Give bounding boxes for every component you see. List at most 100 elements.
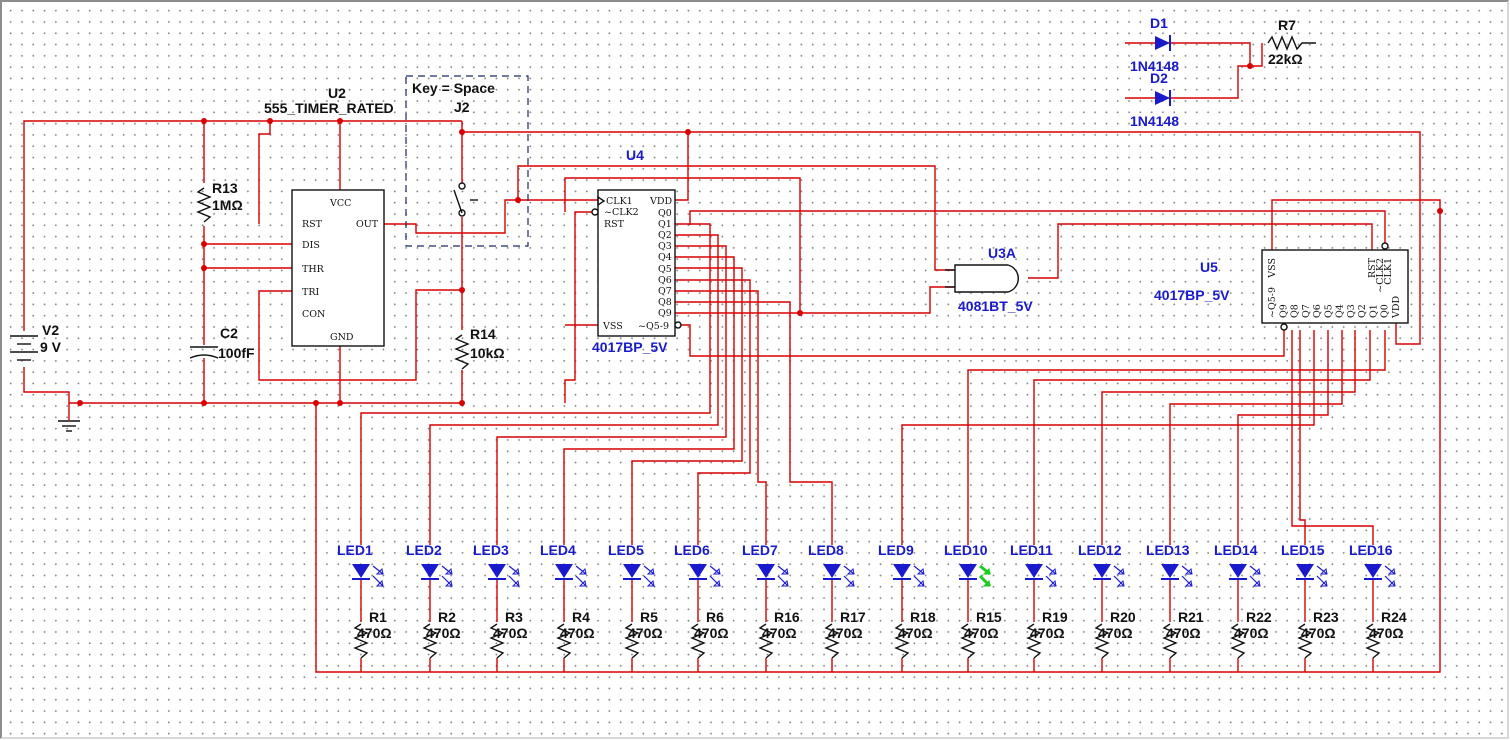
resistor-symbol[interactable] [353,623,369,659]
led-symbol[interactable] [689,564,707,578]
resistor-r7[interactable] [1267,35,1316,51]
resistor-symbol[interactable] [422,623,438,659]
led-symbol[interactable] [1296,564,1314,578]
u2-pin-tri: TRI [302,287,319,298]
u2-pin-gnd: GND [330,332,354,343]
led-arrow-icon [777,565,789,587]
resistor-symbol[interactable] [1094,623,1110,659]
d1-value: 1N4148 [1130,58,1179,74]
led-arrow-icon [843,565,855,587]
u5-bottom-pin: Q1 [1368,304,1379,318]
resistor-label: R1 [369,609,387,625]
u2-pin-out: OUT [356,219,379,230]
led-symbol[interactable] [488,564,506,578]
resistor-symbol[interactable] [690,623,706,659]
resistor-r13[interactable] [196,187,212,223]
resistor-symbol[interactable] [894,623,910,659]
led-symbol[interactable] [959,564,977,578]
led-arrow-icon [1384,565,1396,587]
led-label: LED4 [540,542,576,558]
resistor-label: R22 [1246,609,1272,625]
capacitor-c2[interactable] [189,346,219,359]
led-label: LED1 [337,542,373,558]
resistor-r14[interactable] [454,334,470,370]
led-symbol[interactable] [1025,564,1043,578]
u4-pin-q8: Q8 [658,297,672,308]
resistor-symbol[interactable] [758,623,774,659]
resistor-symbol[interactable] [1162,623,1178,659]
wire-out [384,223,462,234]
switch-j2[interactable] [405,75,529,247]
resistor-label: R3 [505,609,523,625]
d2-ref: D2 [1150,70,1168,86]
battery-v2[interactable] [10,335,38,361]
r7-value: 22kΩ [1268,51,1303,67]
resistor-symbol[interactable] [624,623,640,659]
resistor-label: R24 [1381,609,1407,625]
diode-d1[interactable] [1155,35,1171,51]
led-symbol[interactable] [421,564,439,578]
led-label: LED7 [742,542,778,558]
timer-u2[interactable]: VCC RST DIS THR TRI CON OUT GND [291,189,385,347]
counter-u4[interactable]: CLK1 ~CLK2 RST VDD Q0 Q1 Q2 Q3 Q4 Q5 Q6 … [591,189,682,337]
resistor-value: 470Ω [964,625,999,641]
resistor-value: 470Ω [560,625,595,641]
u3a-model: 4081BT_5V [958,298,1033,314]
led-symbol[interactable] [823,564,841,578]
led-symbol[interactable] [623,564,641,578]
resistor-symbol[interactable] [1026,623,1042,659]
c2-value: 100fF [218,345,255,361]
led-symbol[interactable] [1364,564,1382,578]
u4-pin-q7: Q7 [658,286,672,297]
resistor-symbol[interactable] [960,623,976,659]
u4-pin-vss: VSS [602,321,623,332]
u4-output-wires [360,223,833,545]
resistor-symbol[interactable] [1365,623,1381,659]
led-symbol[interactable] [1093,564,1111,578]
led-arrow-icon [643,565,655,587]
resistor-value: 470Ω [426,625,461,641]
led-symbol[interactable] [757,564,775,578]
led-label: LED9 [878,542,914,558]
diode-d2[interactable] [1155,90,1171,106]
u4-pin-q3: Q3 [658,241,672,252]
resistor-value: 470Ω [1098,625,1133,641]
u5-bottom-pin: Q7 [1301,304,1312,318]
r13-ref: R13 [212,180,238,196]
resistor-symbol[interactable] [489,623,505,659]
u5-bottom-pin: ~Q5-9 [1267,287,1278,318]
led-symbol[interactable] [1161,564,1179,578]
resistor-symbol[interactable] [824,623,840,659]
resistor-symbol[interactable] [1297,623,1313,659]
led-arrow-icon [1045,565,1057,587]
u5-top-pin: ~CLK2 [1375,258,1386,293]
led-arrow-icon [575,565,587,587]
led-symbol[interactable] [893,564,911,578]
r13-value: 1MΩ [212,197,243,213]
led-row: LED1R1470ΩLED2R2470ΩLED3R3470ΩLED4R4470Ω… [337,542,1407,672]
resistor-symbol[interactable] [556,623,572,659]
led-symbol[interactable] [352,564,370,578]
led-symbol[interactable] [555,564,573,578]
and-gate-u3a[interactable] [945,264,1019,293]
wire-u5-vss [315,199,1441,673]
led-symbol[interactable] [1229,564,1247,578]
resistor-symbol[interactable] [1230,623,1246,659]
